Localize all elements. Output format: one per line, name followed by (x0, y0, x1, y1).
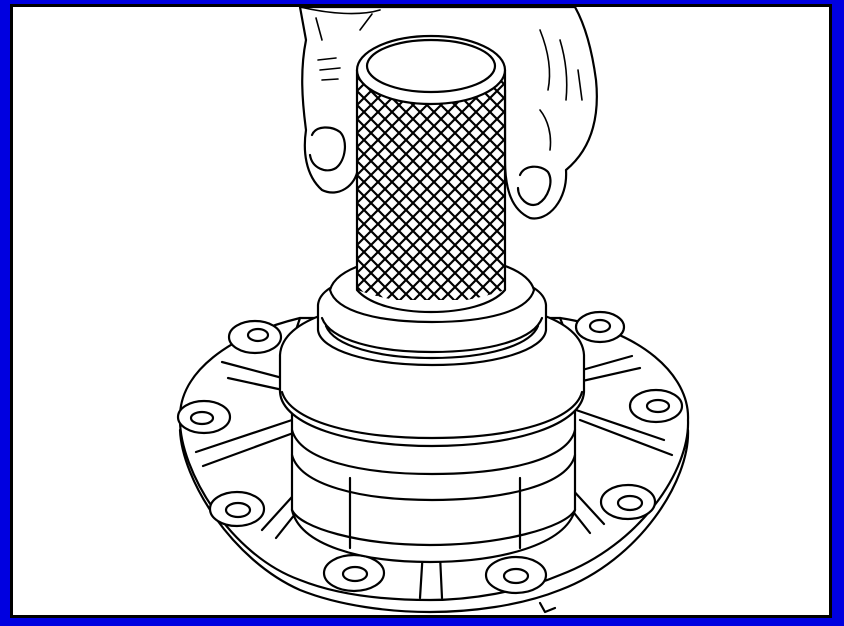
bolt-holes (176, 310, 684, 595)
bolt-hole (176, 399, 232, 435)
bolt-hole (227, 319, 283, 355)
bolt-hole (208, 490, 266, 528)
bolt-hole (484, 555, 548, 595)
illustration-canvas (13, 7, 829, 615)
bolt-hole (574, 310, 626, 344)
bolt-hole (599, 483, 657, 521)
bolt-hole (322, 553, 386, 593)
bolt-hole (628, 388, 684, 424)
knurled-driver (355, 34, 507, 314)
technical-line-drawing (176, 7, 690, 614)
